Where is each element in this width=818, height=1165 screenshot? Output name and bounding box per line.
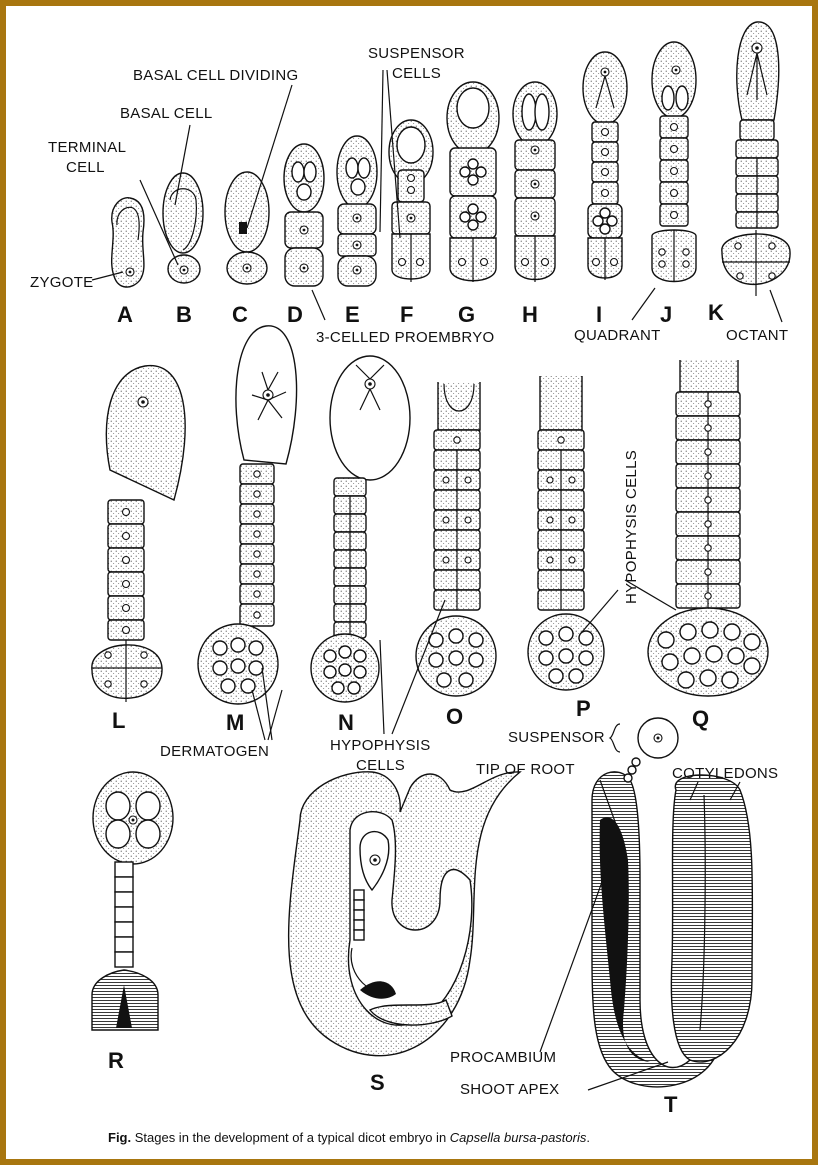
label-suspensor: SUSPENSOR [508, 729, 605, 746]
label-basal-cell-dividing: BASAL CELL DIVIDING [133, 67, 298, 84]
figure-caption: Fig. Stages in the development of a typi… [108, 1130, 590, 1145]
stage-d-drawing [284, 144, 324, 286]
stage-letter-o: O [446, 704, 463, 729]
stage-letter-m: M [226, 710, 244, 735]
stage-letter-q: Q [692, 706, 709, 731]
stage-letter-r: R [108, 1048, 124, 1073]
stage-letter-j: J [660, 302, 672, 327]
label-terminal-cell-line2: CELL [66, 159, 105, 176]
stage-letter-h: H [522, 302, 538, 327]
label-hypophysis-cells-vertical: HYPOPHYSIS CELLS [623, 450, 640, 604]
label-shoot-apex: SHOOT APEX [460, 1081, 559, 1098]
stage-i-drawing [583, 52, 627, 280]
caption-suffix: . [586, 1130, 590, 1145]
stage-letter-g: G [458, 302, 475, 327]
stage-n-drawing [311, 356, 410, 702]
stage-letter-b: B [176, 302, 192, 327]
label-dermatogen: DERMATOGEN [160, 743, 269, 760]
stage-letter-n: N [338, 710, 354, 735]
label-suspensor-cells-line1: SUSPENSOR [368, 45, 465, 62]
stage-letter-i: I [596, 302, 602, 327]
stage-letter-d: D [287, 302, 303, 327]
label-cotyledons: COTYLEDONS [672, 765, 778, 782]
label-three-celled-proembryo: 3-CELLED PROEMBRYO [316, 329, 495, 346]
label-hypophysis-cells-line2: CELLS [356, 757, 405, 774]
stage-k-drawing [722, 22, 790, 296]
label-tip-of-root: TIP OF ROOT [476, 761, 575, 778]
stage-letter-t: T [664, 1092, 678, 1117]
stage-letter-s: S [370, 1070, 385, 1095]
stage-r-drawing [92, 772, 173, 1030]
caption-species: Capsella bursa-pastoris [450, 1130, 587, 1145]
label-basal-cell: BASAL CELL [120, 105, 213, 122]
stage-p-drawing [528, 376, 604, 690]
label-quadrant: QUADRANT [574, 327, 661, 344]
label-terminal-cell-line1: TERMINAL [48, 139, 126, 156]
stage-letter-l: L [112, 708, 125, 733]
stage-letter-k: K [708, 300, 724, 325]
stage-b-two-cell-drawing [163, 173, 203, 283]
stage-letter-a: A [117, 302, 133, 327]
label-procambium: PROCAMBIUM [450, 1049, 556, 1066]
stage-h-drawing [513, 82, 557, 282]
caption-prefix: Fig. [108, 1130, 131, 1145]
stage-j-drawing [652, 42, 696, 282]
stage-m-drawing [198, 326, 297, 704]
stage-o-drawing [416, 382, 496, 696]
stage-s-drawing [289, 772, 520, 1056]
stage-q-drawing [648, 360, 768, 696]
stage-f-drawing [389, 120, 433, 282]
stage-e-drawing [337, 136, 377, 286]
stage-letter-e: E [345, 302, 360, 327]
caption-text: Stages in the development of a typical d… [131, 1130, 450, 1145]
stage-l-drawing [92, 366, 185, 702]
label-octant: OCTANT [726, 327, 788, 344]
label-zygote: ZYGOTE [30, 274, 93, 291]
stage-letter-p: P [576, 696, 591, 721]
label-hypophysis-cells-line1: HYPOPHYSIS [330, 737, 431, 754]
stage-letter-f: F [400, 302, 413, 327]
stage-letter-c: C [232, 302, 248, 327]
stage-g-drawing [447, 82, 499, 282]
label-suspensor-cells-line2: CELLS [392, 65, 441, 82]
